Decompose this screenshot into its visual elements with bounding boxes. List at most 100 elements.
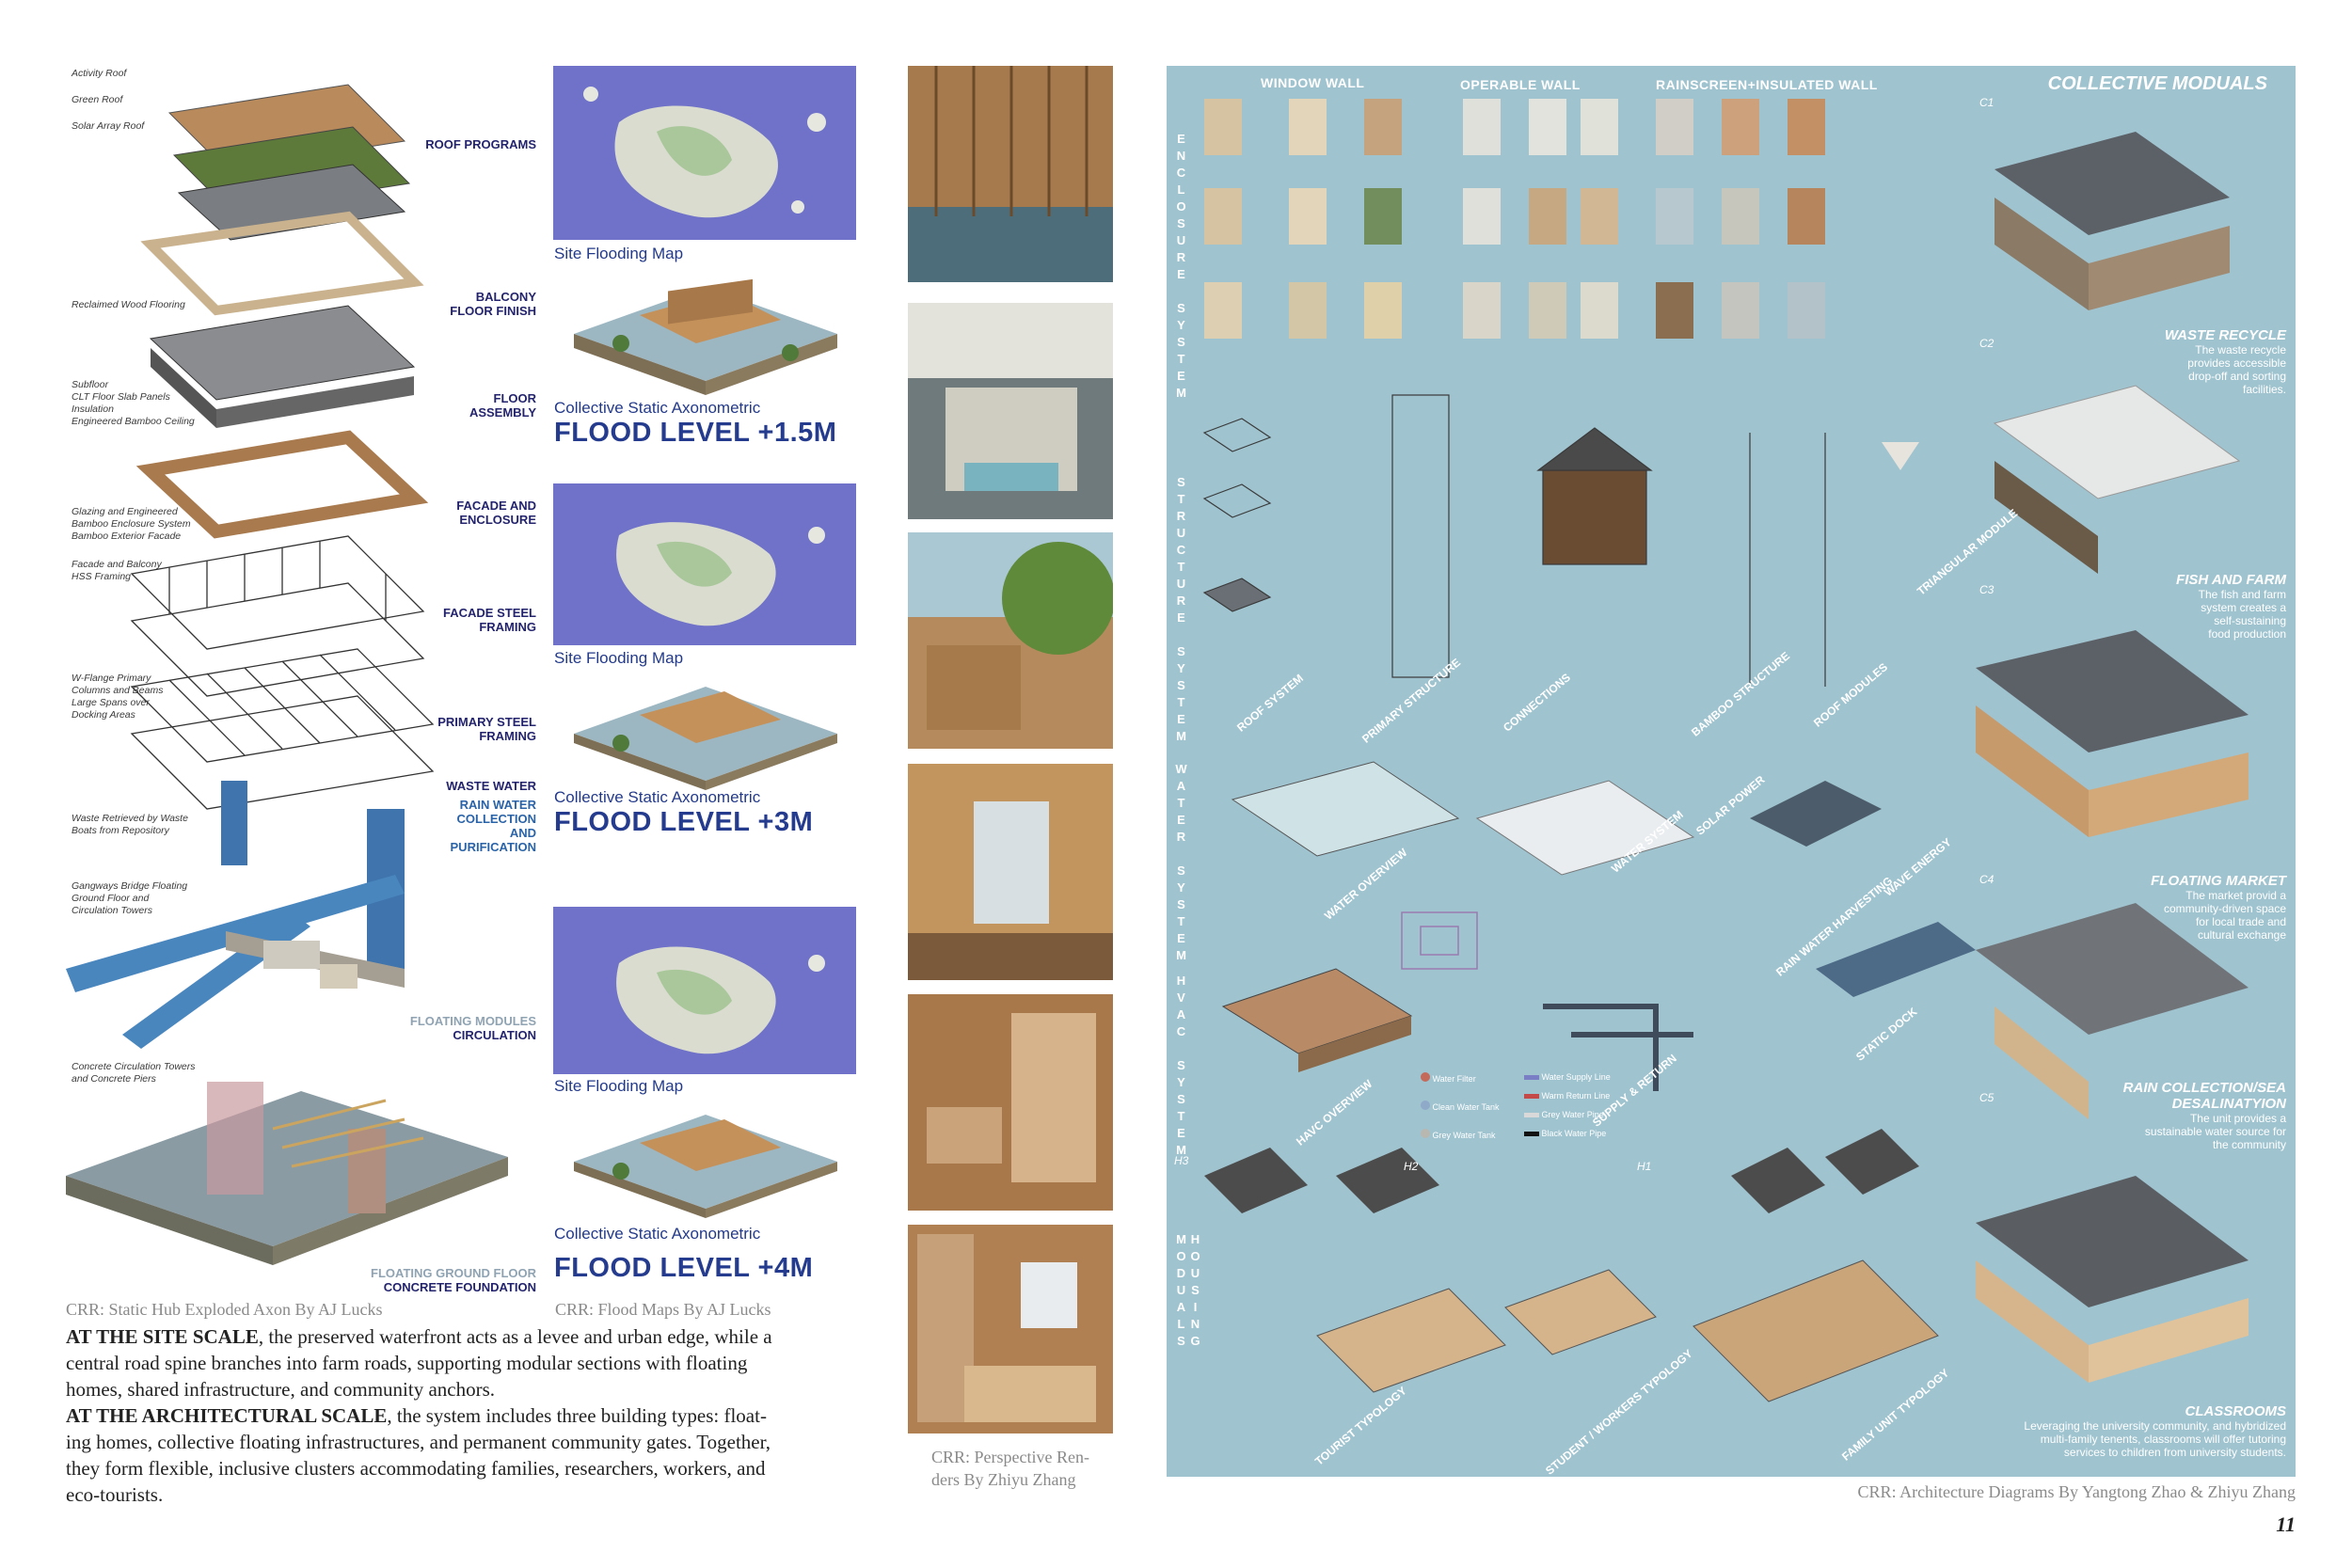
flood-axo-2 [574, 687, 837, 790]
axon-label-concrete-piers: and Concrete Piers [72, 1073, 156, 1085]
axon-ground-2: CONCRETE FOUNDATION [383, 1280, 536, 1294]
panel-caption: CRR: Architecture Diagrams By Yangtong Z… [1857, 1482, 2296, 1501]
axon-label-activity-roof: Activity Roof [72, 68, 127, 79]
axon-facade-1: FACADE AND [456, 499, 536, 513]
flood-axo-title-3: Collective Static Axonometric [554, 1225, 761, 1243]
axon-primary-1: PRIMARY STEEL [437, 715, 536, 729]
axon-waste-water: WASTE WATER [446, 779, 536, 793]
module-rain-l3: the community [2212, 1138, 2286, 1151]
system-hvac: HVAC SYSTEM [1174, 974, 1188, 1160]
module-market-title: FLOATING MARKET [2151, 873, 2286, 889]
module-rain-title: RAIN COLLECTION/SEA [2122, 1080, 2286, 1096]
render-5 [908, 994, 1113, 1211]
axon-label-facade-balcony: Facade and Balcony [72, 559, 162, 570]
flood-level-2: FLOOD LEVEL +3M [554, 807, 814, 837]
module-rain-title2: DESALINATYION [2171, 1096, 2286, 1112]
module-fish-l2: system creates a [2201, 601, 2286, 614]
render-4 [908, 764, 1113, 980]
axon-label-bamboo-ceiling: Engineered Bamboo Ceiling [72, 416, 195, 427]
col-head-operable-wall: OPERABLE WALL [1460, 77, 1581, 92]
axon-steel-1: FACADE STEEL [443, 606, 536, 620]
axon-label-docking: Docking Areas [72, 709, 135, 721]
body-p2-l1: , the system includes three building typ… [387, 1404, 767, 1427]
module-class-l3: services to children from university stu… [2063, 1446, 2286, 1459]
axon-steel-2: FRAMING [479, 620, 536, 634]
axon-ground-1: FLOATING GROUND FLOOR [371, 1266, 536, 1280]
render-caption: CRR: Perspective Ren- ders By Zhiyu Zhan… [931, 1446, 1089, 1491]
body-p1-l1: , the preserved waterfront acts as a lev… [258, 1325, 772, 1348]
module-waste-title: WASTE RECYCLE [2164, 327, 2286, 343]
module-fish-l1: The fish and farm [2198, 588, 2286, 601]
flood-axo-1 [574, 278, 837, 395]
render-3 [908, 532, 1113, 749]
body-p2-bold: AT THE ARCHITECTURAL SCALE [66, 1404, 388, 1427]
legend-grey-pipe: Grey Water Pipe [1541, 1110, 1604, 1119]
axon-rain-2: COLLECTION [456, 812, 537, 826]
axon-facade-2: ENCLOSURE [459, 513, 536, 527]
flood-map-1 [553, 66, 856, 240]
axon-balcony-1: BALCONY [475, 290, 536, 304]
h-label-3: H3 [1174, 1154, 1189, 1167]
module-fish-l3: self-sustaining [2214, 614, 2286, 627]
axon-label-bamboo-enclosure: Bamboo Enclosure System [72, 518, 191, 530]
axon-rain-4: PURIFICATION [450, 840, 536, 854]
module-waste-l2: provides accessible [2187, 356, 2286, 370]
h-label-1: H1 [1637, 1160, 1652, 1173]
legend-return-line: Warm Return Line [1541, 1091, 1611, 1101]
body-p2-l2: ing homes, collective floating infrastru… [66, 1431, 771, 1453]
flood-caption: CRR: Flood Maps By AJ Lucks [555, 1300, 771, 1319]
flood-level-1: FLOOD LEVEL +1.5M [554, 418, 837, 448]
axon-label-columns: Columns and Beams [72, 685, 164, 696]
legend-water-filter: Water Filter [1432, 1074, 1476, 1084]
axon-label-insulation: Insulation [72, 404, 114, 415]
axon-floatmod-2: CIRCULATION [453, 1028, 536, 1042]
h-label-2: H2 [1404, 1160, 1419, 1173]
module-fish-farm: FISH AND FARM The fish and farm system c… [2042, 572, 2286, 641]
system-structure: STRUCTURE SYSTEM [1174, 475, 1188, 746]
legend-clean-water: Clean Water Tank [1432, 1102, 1500, 1112]
flood-axo-3 [574, 1115, 837, 1218]
axon-roof-programs: ROOF PROGRAMS [425, 137, 536, 151]
axon-label-green-roof: Green Roof [72, 94, 123, 105]
body-p2-l4: eco-tourists. [66, 1483, 164, 1506]
axon-label-spans: Large Spans over [72, 697, 150, 708]
module-classrooms: CLASSROOMS Leveraging the university com… [1929, 1403, 2286, 1459]
page-number: 11 [2276, 1513, 2296, 1536]
axon-floor-2: ASSEMBLY [469, 405, 536, 420]
flood-axo-title-2: Collective Static Axonometric [554, 788, 761, 806]
module-waste-l3: drop-off and sorting [2188, 370, 2286, 383]
axon-label-subfloor: Subfloor [72, 379, 109, 390]
module-class-l1: Leveraging the university community, and… [2024, 1419, 2286, 1433]
flood-map-title-1: Site Flooding Map [554, 245, 684, 262]
flood-level-3: FLOOD LEVEL +4M [554, 1253, 814, 1283]
module-waste-l4: facilities. [2242, 383, 2286, 396]
axon-label-clt: CLT Floor Slab Panels [72, 391, 170, 403]
axon-primary-2: FRAMING [479, 729, 536, 743]
axon-label-waste-retrieved: Waste Retrieved by Waste [72, 813, 188, 824]
module-market-l4: cultural exchange [2197, 928, 2286, 942]
legend-black-pipe: Black Water Pipe [1541, 1129, 1607, 1138]
render-6 [908, 1225, 1113, 1433]
axon-caption: CRR: Static Hub Exploded Axon By AJ Luck… [66, 1300, 383, 1319]
panel-title: COLLECTIVE MODUALS [2047, 73, 2267, 94]
exploded-axon-illustration [66, 84, 508, 1265]
flood-map-title-3: Site Flooding Map [554, 1077, 684, 1095]
axon-balcony-2: FLOOR FINISH [450, 304, 536, 318]
flood-map-title-2: Site Flooding Map [554, 649, 684, 667]
c-label-5: C5 [1979, 1091, 1994, 1104]
module-waste-l1: The waste recycle [2195, 343, 2286, 356]
module-rain-collection: RAIN COLLECTION/SEA DESALINATYION The un… [2004, 1080, 2286, 1151]
flood-map-3 [553, 907, 856, 1074]
axon-floor-1: FLOOR [493, 391, 537, 405]
module-rain-l2: sustainable water source for [2144, 1125, 2286, 1138]
body-p1-bold: AT THE SITE SCALE [66, 1325, 259, 1348]
module-class-l2: multi-family tenents, classrooms will of… [2040, 1433, 2286, 1446]
render-1 [908, 66, 1113, 282]
axon-label-solar-roof: Solar Array Roof [72, 120, 145, 132]
render-2 [908, 303, 1113, 519]
body-p1-l2: central road spine branches into farm ro… [66, 1352, 748, 1374]
module-fish-l4: food production [2208, 627, 2286, 641]
module-fish-title: FISH AND FARM [2176, 572, 2286, 588]
system-water: WATER SYSTEM [1174, 762, 1188, 965]
legend-supply-line: Water Supply Line [1541, 1072, 1611, 1082]
